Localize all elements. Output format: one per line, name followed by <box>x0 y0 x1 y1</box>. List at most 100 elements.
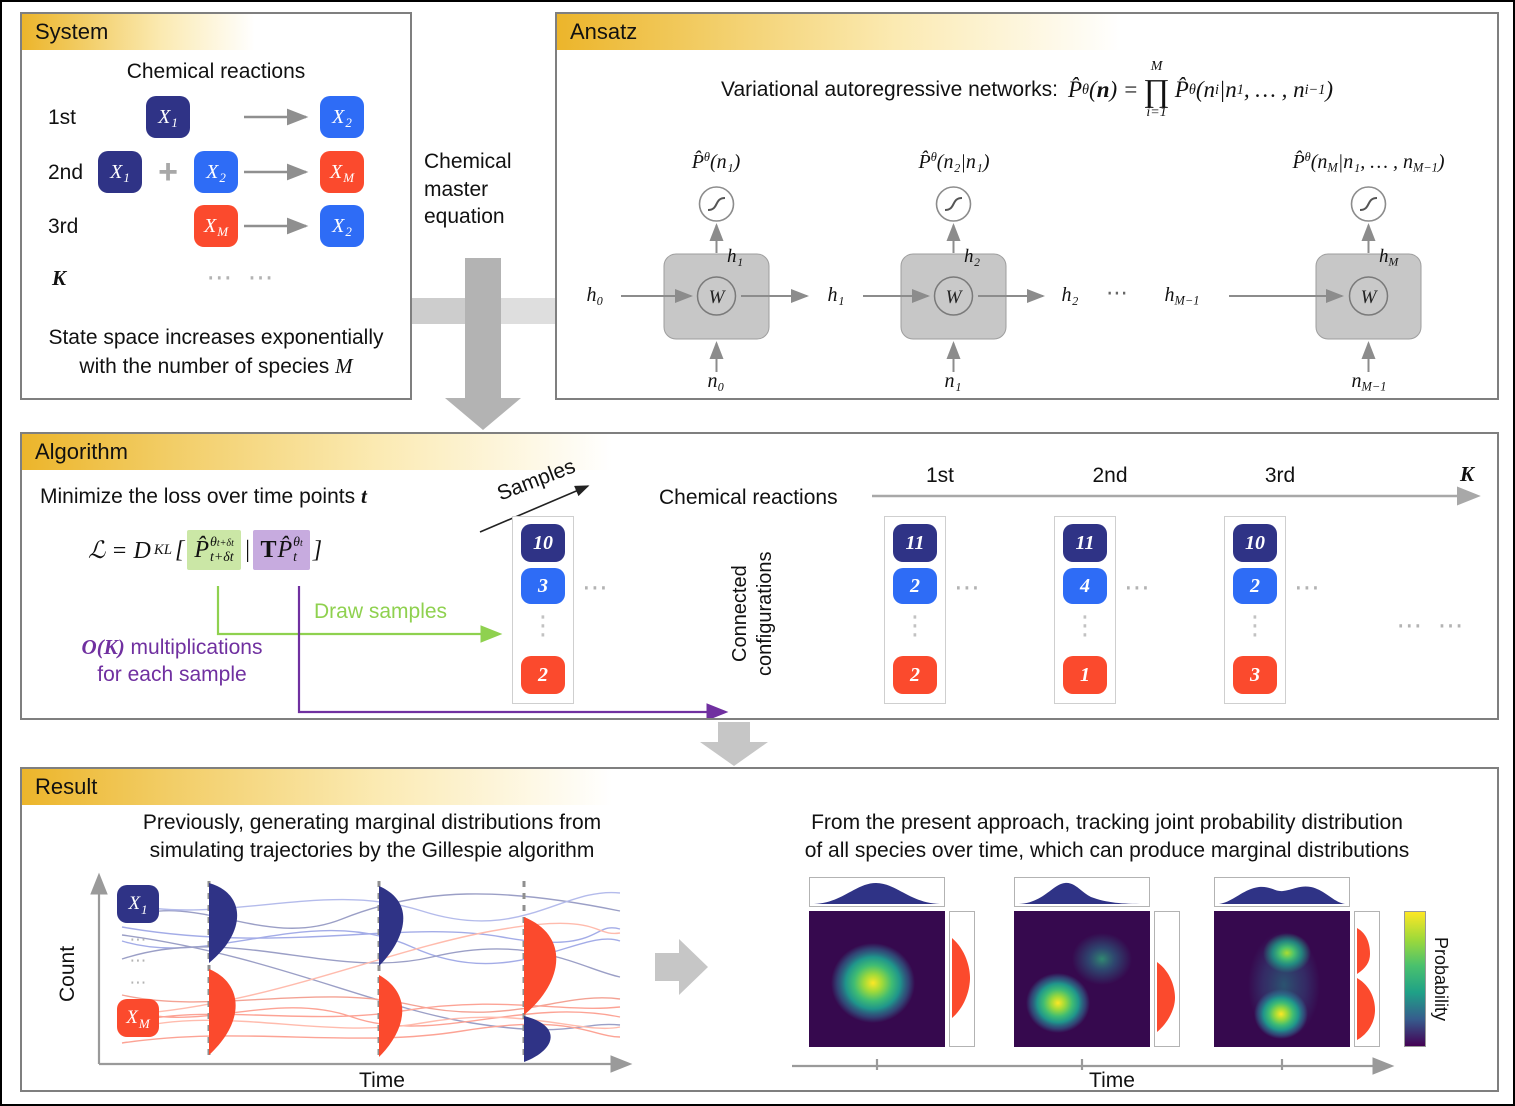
loss-lhs: ℒ = D <box>88 537 151 564</box>
reaction-ellipsis: ⋯ ⋯ <box>206 262 278 292</box>
product-upper: M <box>1150 59 1163 74</box>
transition-operator: T <box>260 536 277 563</box>
joint-distribution-group-3 <box>1214 877 1382 1049</box>
output-label-1: P̂θ(n₁) <box>646 150 786 174</box>
system-caption-line1: State space increases exponentially <box>48 326 384 349</box>
ok-multiplications-note: O(K) multiplications for each sample <box>50 634 294 689</box>
config-vdots: ⋮ <box>902 610 928 640</box>
formula-eq: ) = <box>1109 77 1139 102</box>
config-value: 2 <box>1233 568 1277 604</box>
h2-label: h₂ <box>1061 284 1079 306</box>
axis-tick-1st: 1st <box>925 464 954 487</box>
species-sub: M <box>217 224 229 239</box>
n-base: n <box>1351 370 1362 392</box>
system-caption-line2: with the number of species M <box>22 354 410 379</box>
loss-sup-line: θt <box>293 535 303 550</box>
top-marginal-1 <box>809 877 945 907</box>
h-sub: M <box>1388 255 1399 269</box>
joint-distribution-group-2 <box>1014 877 1182 1049</box>
ok-rest: multiplications <box>124 636 263 659</box>
product-pi: ∏ <box>1143 72 1170 108</box>
chemical-master-equation-label: Chemical master equation <box>424 150 512 229</box>
loss-supsub: θt t <box>293 535 303 565</box>
config-value: 1 <box>1063 656 1107 694</box>
right-marginal-1 <box>949 911 975 1047</box>
algorithm-to-result-arrow-head <box>700 742 768 766</box>
out-sub: M−1 <box>1412 160 1438 175</box>
result-panel-title: Result <box>35 774 98 799</box>
reaction-row-label-2: 2nd <box>48 161 84 184</box>
algorithm-panel: Algorithm Minimize the loss over time po… <box>20 432 1499 720</box>
sigmoid-curve <box>944 197 963 211</box>
config-value: 4 <box>1063 568 1107 604</box>
left-caption-line2: simulating trajectories by the Gillespie… <box>149 839 595 862</box>
cell1-hidden-label: h₁ <box>727 246 744 267</box>
sigmoid-curve <box>1359 197 1378 211</box>
rnn-network-svg: W W W <box>621 186 1422 372</box>
config-value: 2 <box>893 568 937 604</box>
species-sub: M <box>343 170 355 185</box>
species-sub: 1 <box>141 902 148 917</box>
sample-value: 2 <box>521 656 565 694</box>
result-panel: Result <box>20 767 1499 1092</box>
species-base: X <box>128 893 141 914</box>
out-args: (n₁) <box>710 150 741 173</box>
sample-vdots: ⋮ <box>530 610 556 640</box>
species-sub: 1 <box>123 170 130 185</box>
minimize-pre: Minimize the loss over time points <box>40 485 361 508</box>
connected-line1: Connected <box>729 565 751 663</box>
out-args: |n₁, … , n <box>1337 150 1413 173</box>
n0-label: n₀ <box>707 370 725 392</box>
loss-sub-line: t <box>293 550 298 566</box>
system-heading: Chemical reactions <box>126 60 306 83</box>
config-ellipsis: ⋯ <box>1124 572 1150 602</box>
time-axis-label-right: Time <box>1089 1069 1135 1092</box>
rnn-cell-2 <box>900 253 1007 340</box>
connected-line2: configurations <box>754 551 776 677</box>
caption-text: with the number of species <box>79 355 336 378</box>
output-label-3: P̂θ(nM|n₁, … , nM−1) <box>1197 150 1497 176</box>
theta: θ <box>210 535 217 550</box>
sample-value: 3 <box>521 568 565 604</box>
out-sup: θ <box>930 150 937 164</box>
formula-arg: |n <box>1218 77 1237 102</box>
species-base: X <box>206 160 219 183</box>
rnn-cell-3 <box>1315 253 1422 340</box>
species-base: X <box>126 1007 138 1028</box>
loss-p: P̂ <box>277 536 293 563</box>
species-sub: 1 <box>171 115 178 130</box>
right-caption-line1: From the present approach, tracking join… <box>811 811 1403 834</box>
species-base: X <box>332 214 345 237</box>
minimize-loss-text: Minimize the loss over time points t <box>40 484 367 509</box>
ok-line2: for each sample <box>97 663 247 687</box>
formula-arg: (n <box>1195 77 1215 102</box>
axis-tick-3rd: 3rd <box>1264 464 1296 487</box>
right-marginal-curve <box>1357 928 1375 1040</box>
out-sub: M <box>1327 160 1338 175</box>
time-axis-label-left: Time <box>359 1069 405 1092</box>
top-marginal-3 <box>1214 877 1350 907</box>
config-value: 10 <box>1233 524 1277 562</box>
right-marginal-curve <box>952 938 970 1018</box>
config-vdots: ⋮ <box>1242 610 1268 640</box>
ok-line1: O(K) multiplications <box>50 634 294 661</box>
h-sub: M−1 <box>1174 293 1200 308</box>
h-base: h <box>1164 284 1175 306</box>
species-base: X <box>329 160 343 183</box>
sigmoid-icon <box>935 186 972 222</box>
config-ellipsis: ⋯ <box>1294 572 1320 602</box>
loss-term-future: P̂ θt+δt t+δt <box>187 530 241 571</box>
out-p: P̂ <box>918 150 931 173</box>
connected-configurations-label: Connected configurations <box>728 514 778 714</box>
top-marginal-2 <box>1014 877 1150 907</box>
formula-sup: θ <box>1082 81 1090 98</box>
species-base: X <box>332 105 345 128</box>
cme-bar-right <box>501 298 555 324</box>
species-sub: 2 <box>345 224 352 239</box>
system-to-algorithm-arrow-shaft <box>465 258 501 400</box>
